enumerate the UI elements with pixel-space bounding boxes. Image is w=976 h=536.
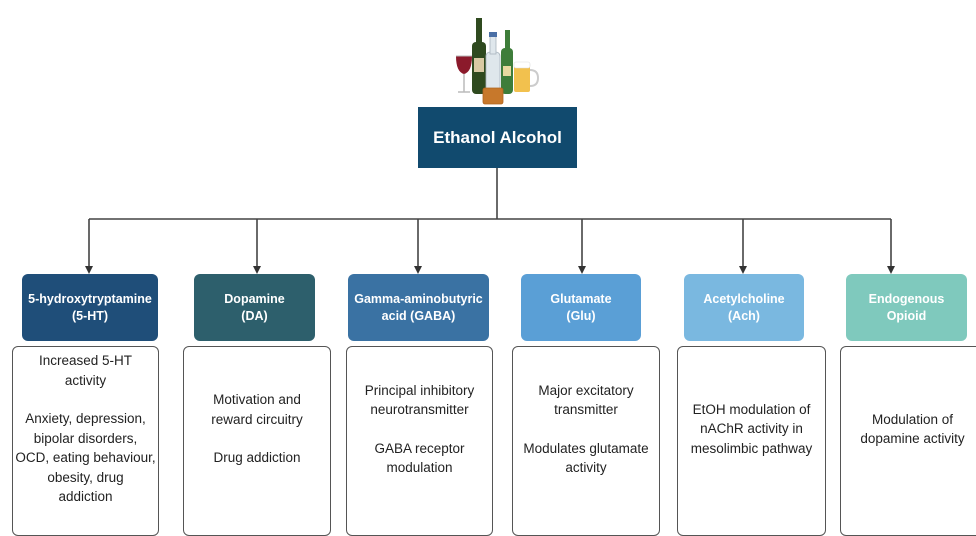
root-label: Ethanol Alcohol [433,127,562,147]
description-text: Principal inhibitory neurotransmitter [364,382,475,418]
category-header-glutamate: Glutamate (Glu) [521,274,641,341]
connector-lines [85,168,895,274]
description-box-opioid: Modulation of dopamine activity [840,346,976,536]
description-text: Increased 5-HT activity [38,353,133,388]
description-box-acetylcholine: EtOH modulation of nAChR activity in mes… [677,346,826,536]
alcoholic-drinks-icon [456,18,540,105]
category-name: Endogenous Opioid [868,291,945,323]
description-text: Motivation and reward circuitry [211,392,303,427]
category-name: Acetylcholine (Ach) [703,291,785,323]
description-text: GABA receptor modulation [374,440,465,476]
root-node-ethanol: Ethanol Alcohol [418,107,577,168]
description-text: Modulates glutamate activity [523,440,649,476]
category-header-gaba: Gamma-aminobutyric acid (GABA) [348,274,489,341]
description-text: Drug addiction [213,450,301,466]
category-header-acetylcholine: Acetylcholine (Ach) [684,274,804,341]
category-header-dopamine: Dopamine (DA) [194,274,315,341]
description-text: Anxiety, depression, bipolar disorders, … [15,411,156,505]
description-text: Major excitatory transmitter [538,382,634,418]
category-header-5ht: 5-hydroxytryptamine (5-HT) [22,274,158,341]
category-name: 5-hydroxytryptamine (5-HT) [28,291,152,323]
description-text: EtOH modulation of nAChR activity in mes… [690,401,813,456]
category-name: Glutamate (Glu) [550,291,612,323]
category-name: Dopamine (DA) [224,291,285,323]
description-text: Modulation of dopamine activity [860,411,965,447]
category-name: Gamma-aminobutyric acid (GABA) [354,291,483,323]
category-header-opioid: Endogenous Opioid [846,274,967,341]
